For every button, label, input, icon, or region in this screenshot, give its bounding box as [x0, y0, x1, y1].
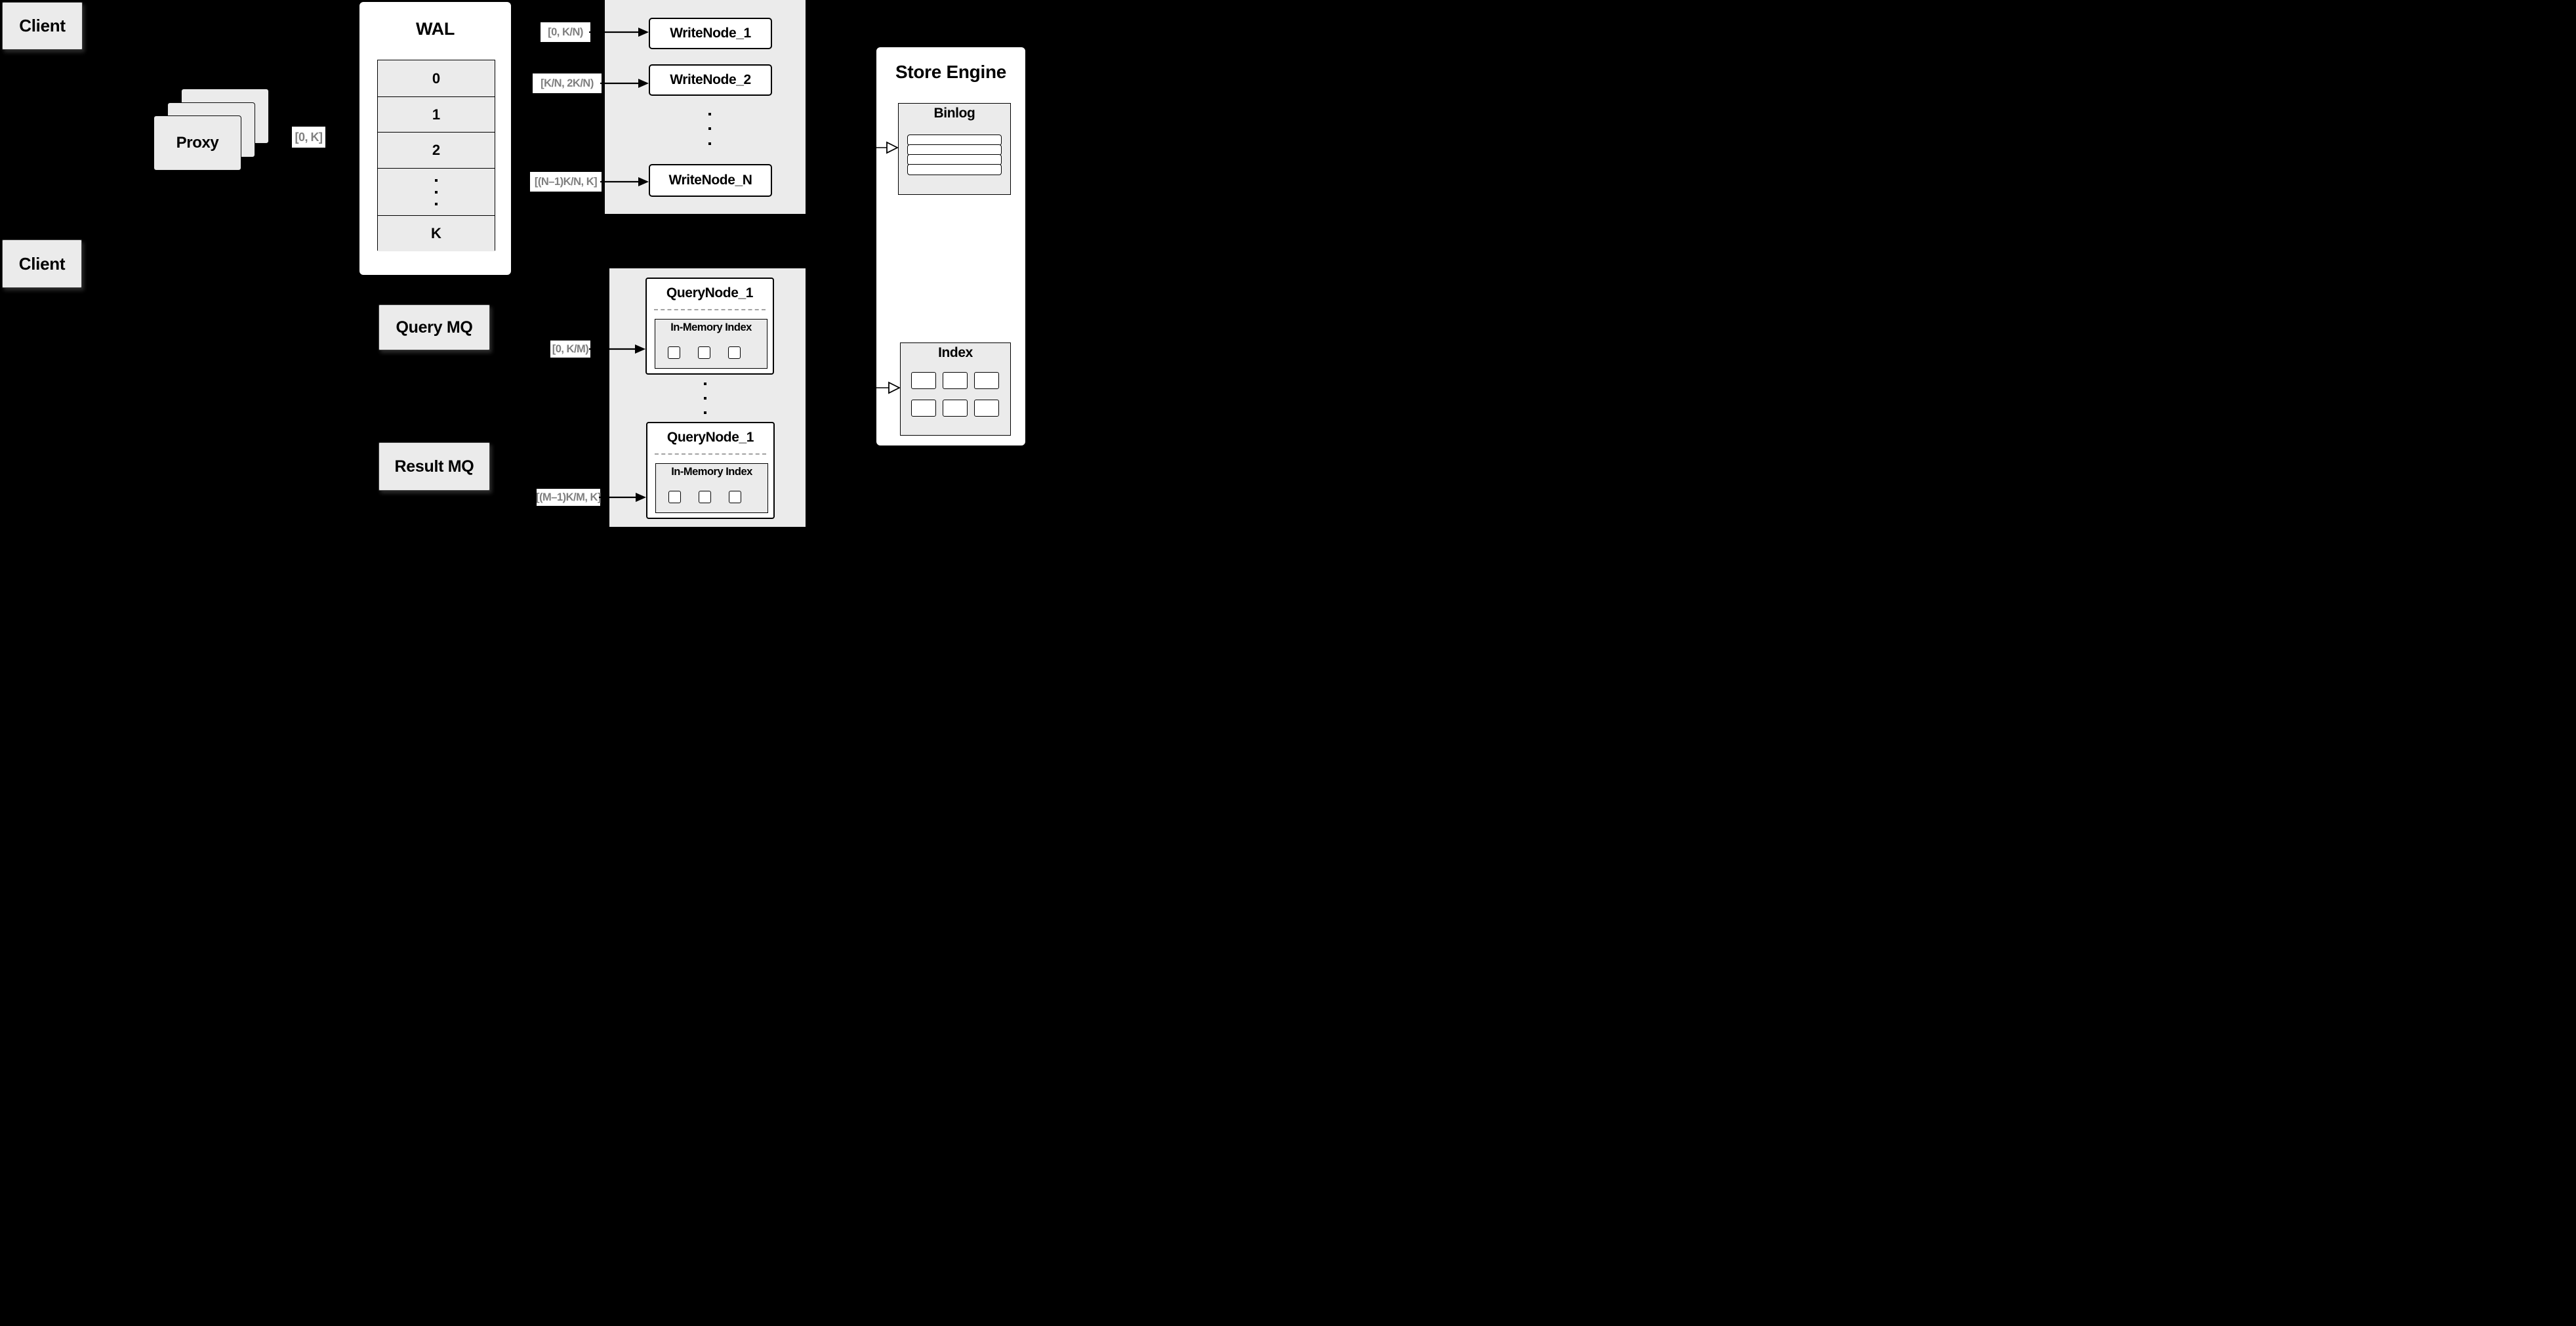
ellipsis-dot [435, 179, 438, 182]
ellipsis-dot [704, 411, 706, 414]
ellipsis-dot [435, 191, 438, 194]
range-label-query-1: [0, K/M) [550, 341, 590, 358]
architecture-diagram: Client Client Proxy [0, K] WAL 0 1 2 [0, 0, 1031, 530]
binlog-title: Binlog [933, 106, 975, 121]
wal-row-1: 1 [378, 96, 495, 132]
write-node-n: WriteNode_N [649, 164, 772, 197]
index-title: Index [938, 345, 973, 360]
index-square [974, 372, 999, 389]
store-engine-panel: Store Engine Binlog Index [876, 47, 1026, 446]
segment-square [699, 491, 711, 503]
wal-panel: WAL 0 1 2 K [359, 1, 512, 276]
wal-row-ellipsis [378, 168, 495, 215]
ellipsis-dot [704, 383, 706, 385]
segment-square [668, 346, 680, 359]
segment-square [698, 346, 710, 359]
ellipsis-dot [704, 397, 706, 400]
range-label-proxy-to-wal: [0, K] [292, 127, 325, 148]
client-bottom-label: Client [18, 253, 66, 274]
proxy-card-front: Proxy [153, 115, 241, 171]
index-square [943, 400, 968, 417]
write-node-2: WriteNode_2 [649, 64, 772, 96]
query-node-bottom: QueryNode_1 In-Memory Index [646, 422, 775, 519]
segment-square [729, 491, 741, 503]
wal-table: 0 1 2 K [377, 60, 495, 251]
binlog-box: Binlog [898, 103, 1011, 195]
ellipsis-dot [708, 142, 711, 145]
segment-square [728, 346, 741, 359]
query-node-bottom-title: QueryNode_1 [666, 430, 754, 445]
wal-row-0: 0 [378, 60, 495, 96]
index-square [911, 400, 936, 417]
binlog-row [907, 164, 1002, 175]
ellipsis-dot [708, 113, 711, 115]
range-label-query-m: [(M–1)K/M, K] [536, 489, 601, 506]
ellipsis-dot [435, 203, 438, 205]
range-label-write-1: [0, K/N) [541, 22, 590, 42]
proxy-label: Proxy [176, 134, 219, 152]
ellipsis-dot [708, 127, 711, 130]
wal-title: WAL [415, 19, 455, 39]
segment-square [668, 491, 681, 503]
query-mq-box: Query MQ [378, 304, 490, 350]
in-memory-index-box-top: In-Memory Index [655, 319, 767, 369]
wal-row-2: 2 [378, 132, 495, 168]
client-box-bottom: Client [2, 239, 82, 288]
query-node-top-title: QueryNode_1 [666, 285, 754, 300]
dashed-divider [655, 453, 766, 455]
wal-row-k: K [378, 215, 495, 251]
client-box-top: Client [2, 2, 83, 50]
index-square [911, 372, 936, 389]
range-label-write-n: [(N–1)K/N, K] [530, 172, 602, 192]
index-square [943, 372, 968, 389]
write-node-1: WriteNode_1 [649, 18, 772, 49]
index-box: Index [900, 342, 1011, 436]
range-label-write-2: [K/N, 2K/N) [533, 73, 602, 93]
store-engine-title: Store Engine [895, 62, 1007, 82]
query-node-top: QueryNode_1 In-Memory Index [645, 278, 774, 375]
in-memory-index-box-bottom: In-Memory Index [655, 463, 768, 513]
index-square [974, 400, 999, 417]
dashed-divider [654, 309, 766, 310]
result-mq-box: Result MQ [378, 442, 490, 491]
client-top-label: Client [19, 16, 66, 35]
